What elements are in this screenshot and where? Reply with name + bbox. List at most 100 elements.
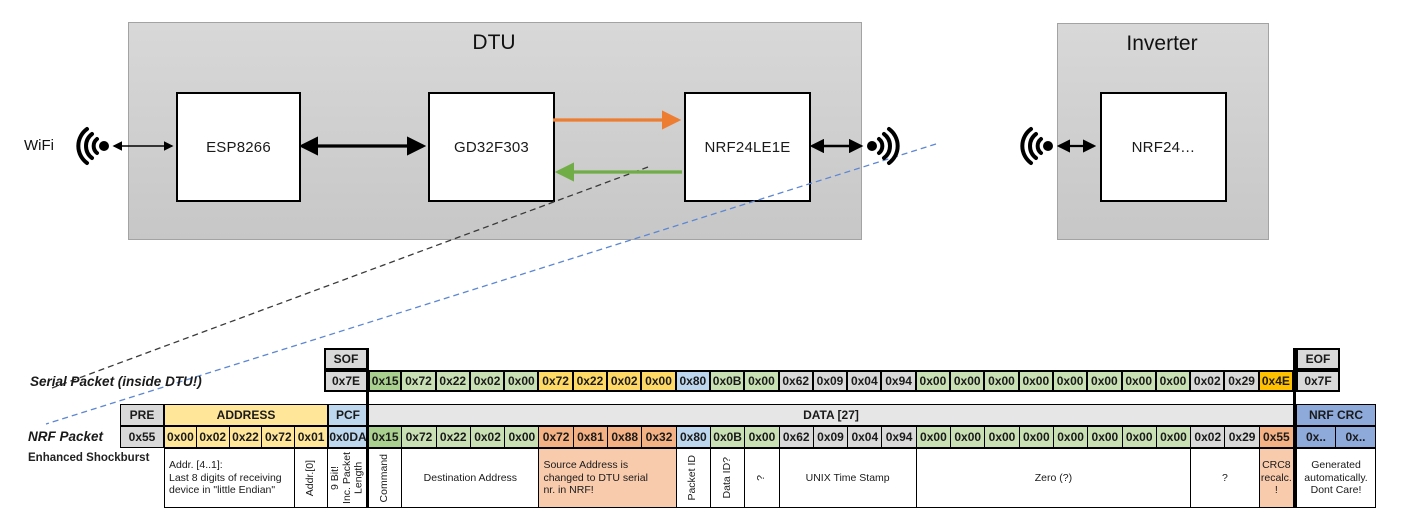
nrf-address-byte-cell: 0x72 xyxy=(262,426,296,448)
annotation-cell: ? xyxy=(1191,448,1260,508)
nrf-byte-cell: 0x32 xyxy=(642,426,677,448)
annotation-cell: Addr. [4..1]: Last 8 digits of receiving… xyxy=(164,448,296,508)
nrf-byte-cell: 0x81 xyxy=(573,426,609,448)
serial-byte-cell: 0x4E xyxy=(1259,370,1295,392)
nrf-byte-cell: 0x00 xyxy=(745,426,780,448)
serial-byte-cell: 0x00 xyxy=(916,370,952,392)
nrf-annotations-row: Addr. [4..1]: Last 8 digits of receiving… xyxy=(164,448,1377,508)
component-inverter-nrf24: NRF24… xyxy=(1100,92,1227,202)
annotation-cell: ? xyxy=(745,448,780,508)
nrf-byte-cell: 0x62 xyxy=(779,426,814,448)
serial-byte-cell: 0x72 xyxy=(539,370,574,392)
nrf-byte-cell: 0x04 xyxy=(848,426,883,448)
nrf-byte-cell: 0x00 xyxy=(951,426,986,448)
serial-byte-cell: 0x00 xyxy=(985,370,1020,392)
serial-byte-cell: 0x09 xyxy=(813,370,849,392)
enhanced-shockburst-label: Enhanced Shockburst xyxy=(28,452,150,464)
serial-byte-cell: 0x22 xyxy=(436,370,471,392)
serial-sof-value: 0x7E xyxy=(324,370,368,392)
nrf-address-byte-cell: 0x22 xyxy=(229,426,263,448)
serial-byte-cell: 0x00 xyxy=(1053,370,1089,392)
data-region-left-divider xyxy=(366,348,369,508)
nrf-packet-label: NRF Packet xyxy=(28,429,104,444)
serial-eof-value: 0x7F xyxy=(1296,370,1340,392)
nrf-address-header: ADDRESS xyxy=(164,404,328,426)
nrf-byte-cell: 0x15 xyxy=(368,426,403,448)
nrf-byte-cell: 0x00 xyxy=(985,426,1020,448)
serial-byte-cell: 0x00 xyxy=(1088,370,1123,392)
wifi-icon-dtu-left xyxy=(76,127,109,165)
annotation-cell: Destination Address xyxy=(402,448,540,508)
serial-byte-cell: 0x62 xyxy=(779,370,814,392)
nrf-byte-cell: 0x80 xyxy=(676,426,711,448)
component-esp8266: ESP8266 xyxy=(176,92,301,202)
nrf-byte-cell: 0x00 xyxy=(916,426,952,448)
serial-byte-cell: 0x02 xyxy=(608,370,643,392)
serial-byte-cell: 0x80 xyxy=(676,370,711,392)
annotation-cell: Command xyxy=(367,448,403,508)
nrf-byte-cell: 0x09 xyxy=(813,426,849,448)
serial-byte-cell: 0x0B xyxy=(710,370,746,392)
annotation-cell: Zero (?) xyxy=(916,448,1192,508)
nrf-pre-header: PRE xyxy=(120,404,164,426)
annotation-cell: UNIX Time Stamp xyxy=(779,448,917,508)
inverter-title: Inverter xyxy=(1126,32,1198,55)
annotation-cell: Source Address is changed to DTU serial … xyxy=(539,448,677,508)
annotation-cell: Data ID? xyxy=(710,448,746,508)
nrf-byte-cell: 0x0B xyxy=(710,426,746,448)
serial-packet-label: Serial Packet (inside DTU!) xyxy=(30,374,202,389)
nrf-byte-cell: 0x22 xyxy=(436,426,471,448)
nrf-byte-cell: 0x00 xyxy=(1088,426,1123,448)
nrf-address-byte-cell: 0x00 xyxy=(164,426,197,448)
data-region-right-divider xyxy=(1293,348,1296,508)
annotation-cell: CRC8 recalc. ! xyxy=(1259,448,1295,508)
nrf-byte-cell: 0x88 xyxy=(608,426,643,448)
serial-byte-cell: 0x00 xyxy=(642,370,677,392)
wifi-icon-inverter xyxy=(1020,127,1053,165)
component-gd32f303: GD32F303 xyxy=(428,92,555,202)
serial-eof-header: EOF xyxy=(1296,348,1340,370)
nrf-byte-cell: 0x02 xyxy=(470,426,506,448)
nrf-address-byte-cell: 0x02 xyxy=(196,426,230,448)
nrf-byte-cell: 0x29 xyxy=(1225,426,1260,448)
serial-byte-cell: 0x00 xyxy=(505,370,540,392)
serial-byte-cell: 0x00 xyxy=(745,370,780,392)
nrf-byte-cell: 0x94 xyxy=(882,426,917,448)
nrf-pre-value: 0x55 xyxy=(120,426,164,448)
serial-sof-header: SOF xyxy=(324,348,368,370)
serial-byte-cell: 0x04 xyxy=(848,370,883,392)
nrf-byte-cell: 0x72 xyxy=(539,426,574,448)
serial-byte-cell: 0x29 xyxy=(1225,370,1260,392)
annotation-cell: Generated automatically. Dont Care! xyxy=(1296,448,1377,508)
nrf-byte-cell: 0x72 xyxy=(402,426,437,448)
nrf-byte-cell: 0x00 xyxy=(1053,426,1089,448)
dtu-title: DTU xyxy=(472,31,516,54)
nrf-data-header: DATA [27] xyxy=(368,404,1294,426)
nrf-crc-values-row: 0x..0x.. xyxy=(1296,426,1376,448)
serial-byte-cell: 0x00 xyxy=(1122,370,1157,392)
annotation-cell: 9 Bit! Inc. Packet Length xyxy=(327,448,368,508)
nrf-byte-cell: 0x55 xyxy=(1259,426,1295,448)
nrf-byte-cell: 0x00 xyxy=(505,426,540,448)
nrf-crc-header: NRF CRC xyxy=(1296,404,1376,426)
nrf-crc-byte-cell: 0x.. xyxy=(1336,426,1376,448)
serial-byte-cell: 0x94 xyxy=(882,370,917,392)
serial-byte-cell: 0x02 xyxy=(470,370,506,392)
serial-byte-cell: 0x00 xyxy=(1156,370,1192,392)
nrf-byte-cell: 0x00 xyxy=(1019,426,1054,448)
component-nrf24le1e: NRF24LE1E xyxy=(684,92,811,202)
serial-byte-cell: 0x72 xyxy=(402,370,437,392)
nrf-address-byte-cell: 0x01 xyxy=(295,426,328,448)
serial-byte-cell: 0x00 xyxy=(951,370,986,392)
serial-byte-cell: 0x15 xyxy=(368,370,403,392)
serial-byte-cell: 0x02 xyxy=(1191,370,1226,392)
serial-byte-cell: 0x00 xyxy=(1019,370,1054,392)
nrf-byte-cell: 0x00 xyxy=(1122,426,1157,448)
annotation-cell: Addr.[0] xyxy=(295,448,328,508)
serial-byte-cell: 0x22 xyxy=(573,370,609,392)
nrf-byte-cell: 0x02 xyxy=(1191,426,1226,448)
